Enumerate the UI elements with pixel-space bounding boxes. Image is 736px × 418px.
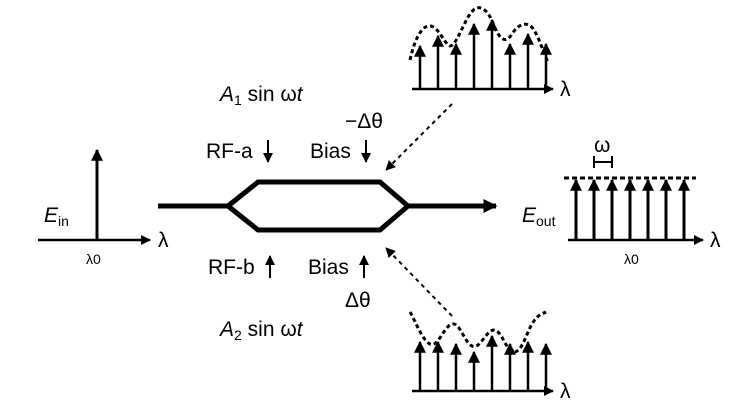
- top-spectrum-envelope: [408, 6, 550, 63]
- output-center-wavelength: λ0: [624, 251, 639, 267]
- input-axis-label: λ: [158, 229, 169, 252]
- output-axis-label: λ: [710, 229, 721, 252]
- lower-phase-shift: Δθ: [345, 289, 371, 312]
- bottom-spectrum-envelope: [408, 310, 547, 354]
- lower-drive-signal: A2 sin ωt: [218, 318, 304, 343]
- top-spectrum-axis-label: λ: [560, 78, 571, 101]
- upper-bias-label: Bias: [310, 140, 351, 163]
- bottom-spectral-lines: [414, 334, 552, 391]
- top-spectral-lines: [414, 18, 552, 89]
- output-spectrum: ω λ Eout λ0: [522, 134, 721, 267]
- input-spectrum: λ Ein λ0: [38, 148, 169, 267]
- upper-arm-labels: A1 sin ωt RF-a Bias −Δθ: [206, 83, 383, 163]
- lower-bias-label: Bias: [308, 256, 349, 279]
- upper-phase-shift: −Δθ: [345, 110, 383, 133]
- upper-drive-signal: A1 sin ωt: [218, 83, 304, 108]
- output-spectral-lines: [570, 178, 690, 240]
- spacing-marker: [593, 156, 613, 168]
- bottom-arm-spectrum: λ: [408, 310, 571, 403]
- spacing-label: ω: [594, 134, 610, 157]
- rf-a-label: RF-a: [206, 140, 253, 163]
- input-center-wavelength: λ0: [86, 251, 101, 267]
- rf-b-label: RF-b: [208, 256, 255, 279]
- top-arm-spectrum: λ: [408, 6, 571, 101]
- bottom-spectrum-axis-label: λ: [560, 380, 571, 403]
- output-field-label: Eout: [522, 204, 556, 229]
- pointer-to-lower-arm: [385, 247, 453, 317]
- input-field-label: Ein: [44, 204, 69, 229]
- pointer-to-upper-arm: [385, 103, 453, 171]
- mach-zehnder-modulator: [158, 179, 498, 233]
- lower-arm-labels: RF-b Bias Δθ A2 sin ωt: [208, 255, 371, 343]
- interferometer-arms: [225, 179, 411, 233]
